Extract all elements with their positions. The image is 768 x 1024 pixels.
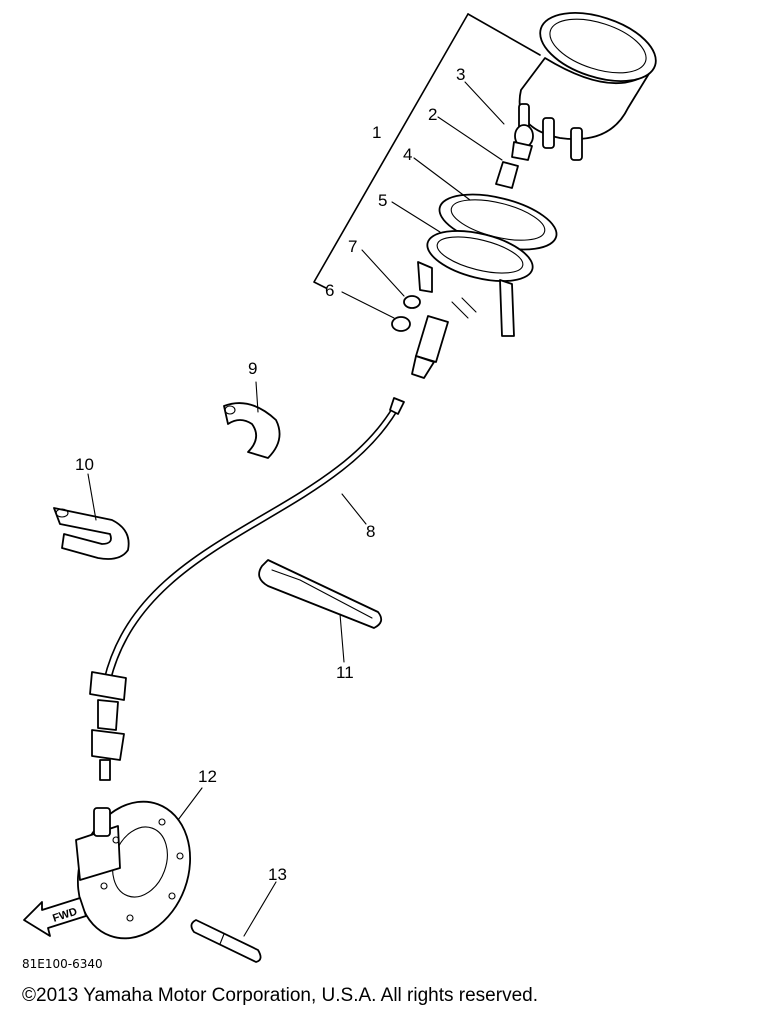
- part-4-socket[interactable]: [495, 161, 519, 189]
- label-part-7: 7: [348, 237, 357, 256]
- part-9-clamp[interactable]: [223, 402, 281, 459]
- drawing-code: 81E100-6340: [22, 957, 103, 971]
- assembly-bracket: [313, 13, 541, 289]
- part-5-gauge-bracket[interactable]: [417, 222, 538, 337]
- label-part-3: 3: [456, 65, 465, 84]
- forward-arrow-icon: FWD: [23, 897, 87, 937]
- label-part-10: 10: [75, 455, 94, 474]
- label-part-11: 11: [336, 663, 354, 682]
- part-3-speedometer[interactable]: [518, 0, 664, 161]
- label-part-1: 1: [372, 123, 381, 142]
- part-11-band[interactable]: [258, 559, 383, 629]
- part-12-gear-unit[interactable]: [59, 786, 208, 954]
- label-part-8: 8: [366, 522, 375, 541]
- part-13-pin[interactable]: [190, 919, 262, 963]
- part-6-nut[interactable]: [391, 316, 411, 332]
- part-2-bulb[interactable]: [511, 124, 534, 161]
- cable-upper-fitting[interactable]: [411, 297, 477, 379]
- leader-lines: [87, 81, 505, 937]
- label-part-13: 13: [268, 865, 287, 884]
- copyright-notice: ©2013 Yamaha Motor Corporation, U.S.A. A…: [22, 985, 538, 1006]
- label-part-5: 5: [378, 191, 387, 210]
- label-part-9: 9: [248, 359, 257, 378]
- label-part-4: 4: [403, 145, 412, 164]
- label-part-6: 6: [325, 281, 334, 300]
- label-part-12: 12: [198, 767, 217, 786]
- part-7-washer[interactable]: [403, 295, 421, 309]
- part-10-clamp[interactable]: [53, 507, 130, 560]
- label-part-2: 2: [428, 105, 437, 124]
- part-8-speedometer-cable[interactable]: [89, 397, 405, 781]
